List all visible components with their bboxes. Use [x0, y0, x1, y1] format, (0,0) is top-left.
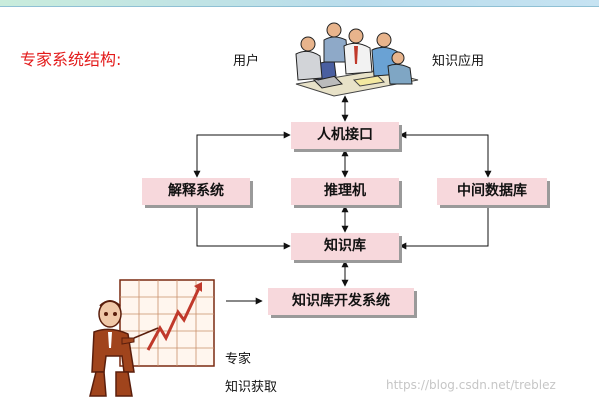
label-knowledge-application: 知识应用 — [432, 54, 485, 69]
expert-illustration — [89, 279, 215, 397]
node-inference-engine: 推理机 — [291, 178, 399, 205]
users-illustration — [295, 22, 419, 97]
node-human-computer-interface: 人机接口 — [291, 122, 399, 149]
node-knowledge-base: 知识库 — [291, 233, 399, 260]
node-kb-development-system: 知识库开发系统 — [268, 288, 414, 315]
top-band — [0, 0, 599, 6]
label-expert: 专家 — [225, 352, 252, 367]
label-user: 用户 — [233, 54, 260, 69]
label-knowledge-acquisition: 知识获取 — [225, 380, 278, 395]
node-intermediate-database: 中间数据库 — [437, 178, 547, 205]
watermark: https://blog.csdn.net/treblez — [386, 378, 556, 392]
page-title: 专家系统结构: — [20, 50, 122, 69]
top-band-line — [0, 6, 599, 7]
node-explanation-system: 解释系统 — [142, 178, 250, 205]
